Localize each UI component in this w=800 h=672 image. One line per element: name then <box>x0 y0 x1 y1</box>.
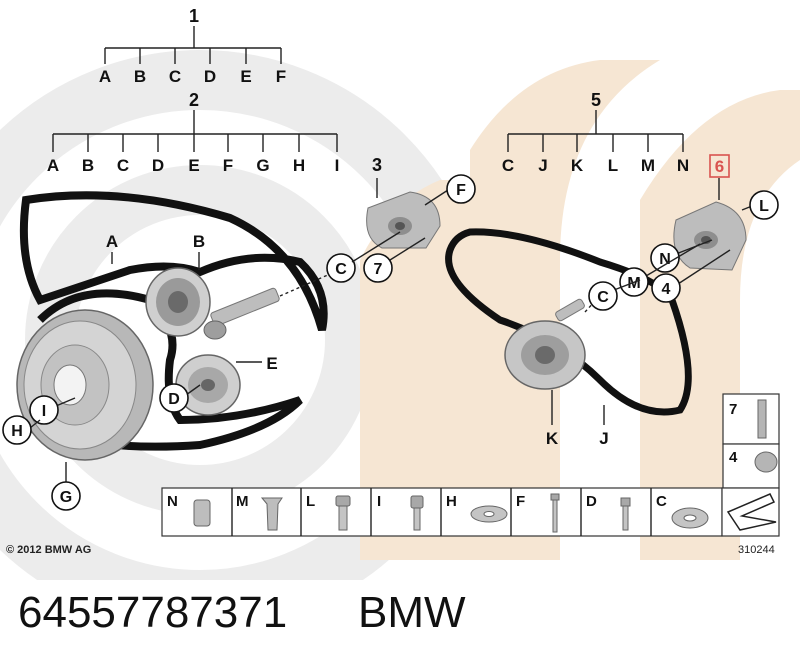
belt-e <box>37 289 303 451</box>
group-1-item-b: B <box>134 67 146 86</box>
group-1-item-f: F <box>276 67 286 86</box>
belt-a <box>19 191 328 332</box>
label-j: J <box>599 429 608 448</box>
group-2-tree: 2 A B C D E F G H I <box>47 90 340 175</box>
group-2-item-f: F <box>223 156 233 175</box>
strip-label-l: L <box>306 493 315 510</box>
side-part-7-bolt <box>757 399 767 439</box>
brand-name: BMW <box>358 588 466 637</box>
arrow-icon <box>726 493 777 531</box>
group-5-tree: 5 C J K L M N <box>502 90 689 175</box>
callout-c-right: C <box>597 289 609 306</box>
group-2-item-d: D <box>152 156 164 175</box>
callout-7: 7 <box>374 261 383 278</box>
group-2-item-e: E <box>188 156 199 175</box>
diagram-number: 310244 <box>738 544 775 556</box>
bolt-c-left <box>203 287 280 340</box>
label-6: 6 <box>715 157 724 176</box>
arrow-symbol-box <box>721 487 780 537</box>
callout-f: F <box>456 182 466 199</box>
idler-pulley-b <box>145 267 211 337</box>
group-2-item-a: A <box>47 156 59 175</box>
callout-l: L <box>759 198 769 215</box>
callout-c-left: C <box>335 261 347 278</box>
callout-h: H <box>11 423 23 440</box>
side-part-7-label: 7 <box>729 401 737 418</box>
group-2-item-c: C <box>117 156 129 175</box>
part-number: 64557787371 <box>18 588 288 637</box>
group-2-item-i: I <box>335 156 340 175</box>
strip-label-i: I <box>377 493 381 510</box>
tensioner-k <box>504 298 586 390</box>
label-k: K <box>546 429 559 448</box>
side-part-4-label: 4 <box>729 449 738 466</box>
strip-part-i-shank <box>413 507 421 531</box>
crankshaft-pulley <box>16 309 154 461</box>
strip-label-d: D <box>586 493 597 510</box>
callout-g: G <box>60 489 72 506</box>
parts-strip: N M L I H F D C <box>161 487 723 537</box>
strip-label-f: F <box>516 493 525 510</box>
diagram-svg: 1 A B C D E F 2 A B C D E F G H <box>0 6 800 630</box>
strip-part-f-shank <box>552 499 558 533</box>
label-6-highlight <box>709 154 730 178</box>
group-5-item-m: M <box>641 156 655 175</box>
side-parts-box: 7 4 <box>722 393 780 489</box>
belt-j <box>445 228 692 416</box>
strip-label-n: N <box>167 493 178 510</box>
strip-part-n <box>193 499 211 527</box>
strip-part-l-shank <box>338 505 348 531</box>
idler-pulley-d <box>175 354 241 416</box>
group-1-item-a: A <box>99 67 111 86</box>
callout-n: N <box>659 251 671 268</box>
strip-part-l-head <box>335 495 351 507</box>
label-b: B <box>193 232 205 251</box>
group-1-item-d: D <box>204 67 216 86</box>
strip-label-h: H <box>446 493 457 510</box>
group-5-item-n: N <box>677 156 689 175</box>
strip-label-c: C <box>656 493 667 510</box>
label-3: 3 <box>372 155 382 175</box>
group-2-label: 2 <box>189 90 199 110</box>
group-1-item-c: C <box>169 67 181 86</box>
strip-part-i-head <box>410 495 424 509</box>
strip-part-m <box>260 497 283 531</box>
group-5-item-k: K <box>571 156 584 175</box>
tensioner-3-image <box>366 191 441 249</box>
callout-i: I <box>42 403 46 420</box>
callout-d: D <box>168 391 180 408</box>
group-1-item-e: E <box>240 67 251 86</box>
group-2-item-b: B <box>82 156 94 175</box>
side-part-4-nut <box>754 451 778 473</box>
group-1-tree: 1 A B C D E F <box>99 6 286 86</box>
strip-label-m: M <box>236 493 249 510</box>
callout-4: 4 <box>662 281 671 298</box>
copyright-text: © 2012 BMW AG <box>6 544 91 556</box>
group-2-item-h: H <box>293 156 305 175</box>
strip-part-f-head <box>550 493 560 501</box>
callout-m: M <box>627 275 640 292</box>
group-5-item-j: J <box>538 156 547 175</box>
label-e: E <box>266 354 277 373</box>
strip-part-d-head <box>620 497 631 507</box>
group-1-label: 1 <box>189 6 199 26</box>
group-2-item-g: G <box>256 156 269 175</box>
group-5-item-c: C <box>502 156 514 175</box>
group-5-label: 5 <box>591 90 601 110</box>
strip-part-d-shank <box>622 505 629 531</box>
group-5-item-l: L <box>608 156 618 175</box>
label-a: A <box>106 232 118 251</box>
